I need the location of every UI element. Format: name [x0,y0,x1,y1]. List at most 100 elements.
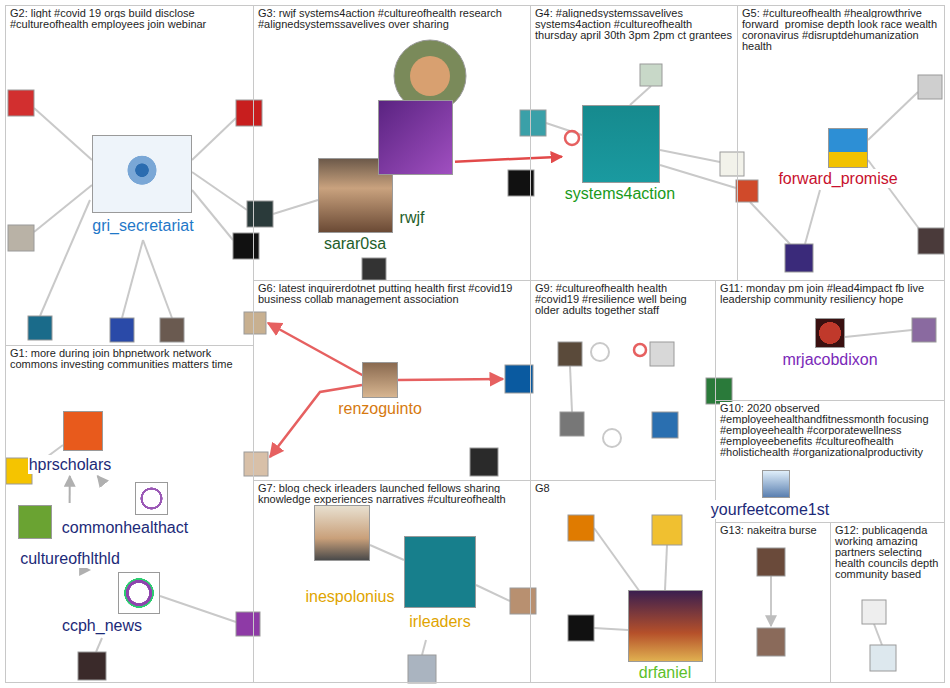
account-name: drfaniel [638,663,692,682]
mention-line [570,366,572,412]
account-node: commonhealthact [61,482,189,537]
avatar-icon [314,505,370,561]
mention-line [192,190,233,240]
group-panel: G6: latest inquirerdotnet putting health… [253,280,531,481]
group-panel: G4: #alignedsystemssavelives systems4act… [530,5,738,281]
avatar-icon [244,312,266,334]
mention-line [192,118,236,160]
mention-line [750,202,790,244]
avatar-icon [568,615,594,641]
avatar-icon [236,100,262,126]
avatar-icon [470,448,498,476]
account-node: rwjf [378,100,453,227]
avatar-icon [63,411,103,451]
avatar-icon [362,362,398,398]
avatar-icon [582,105,660,183]
group-panel: G8 drfaniel [530,480,716,683]
account-node: ccph_news [61,572,160,635]
avatar-icon [92,135,192,213]
mention-line [370,545,404,560]
avatar-icon [8,225,34,251]
mention-line [122,240,143,318]
group-panel: G3: rwjf systems4action #cultureofhealth… [253,5,531,281]
account-node: inespolonius [305,505,396,606]
mention-line [143,240,172,318]
group-panel: G10: 2020 observed #employeehealthandfit… [715,400,945,523]
avatar-icon [828,128,868,168]
mention-edge [69,476,71,503]
group-heading: G9: #cultureofhealth health #covid19 #re… [535,282,687,316]
group-heading: G8 [535,482,550,494]
mention-line [476,585,510,601]
account-name: gri_secretariat [91,216,194,235]
account-name: forward_promise [777,169,898,188]
group-heading: G11: monday pm join #lead4impact fb live… [720,282,924,305]
reply-arrow [268,323,364,376]
group-panel: G12: publicagenda working amazing partne… [830,522,945,683]
mention-line [192,172,247,210]
group-heading: G2: light #covid 19 orgs build disclose … [10,7,206,30]
avatar-icon [110,318,134,342]
reply-arrow [398,379,503,380]
avatar-icon [78,652,106,680]
mention-line [422,640,426,655]
self-loop [634,344,646,356]
group-heading: G5: #cultureofhealth #healgrowthrive for… [742,7,937,52]
mention-line [630,86,651,105]
avatar-icon [628,590,703,662]
avatar-icon [560,412,584,436]
avatar-icon [247,201,273,227]
self-loop [603,429,621,447]
mention-line [805,190,820,244]
group-heading: G12: publicagenda working amazing partne… [835,524,938,580]
mention-line [660,150,720,162]
avatar-icon [815,318,845,348]
avatar-icon [244,452,268,476]
account-name: yourfeetcome1st [710,500,830,519]
avatar-icon [652,412,678,438]
avatar-icon [870,645,896,671]
group-heading: G1: more during join bhpnetwork network … [10,347,233,370]
mention-line [874,624,882,645]
mention-line [34,108,92,160]
avatar-icon [8,90,34,116]
group-panel: G11: monday pm join #lead4impact fb live… [715,280,945,401]
mention-line [594,528,640,592]
account-node: irleaders [404,536,476,631]
mention-line [34,185,92,232]
avatar-icon [568,515,594,541]
mention-line [96,638,102,652]
group-heading: G13: nakeitra burse [720,524,817,536]
avatar-icon [362,258,386,280]
avatar-icon [762,470,790,498]
avatar-icon [650,342,674,366]
group-panel: G13: nakeitra burse [715,522,831,683]
account-node: hprscholars [28,411,113,474]
account-node: systems4action [564,105,676,203]
account-name: mrjacobdixon [781,350,878,369]
avatar-icon [505,365,533,393]
avatar-icon [378,100,453,175]
mention-line [40,200,90,316]
avatar-icon [918,75,942,99]
account-node: drfaniel [628,590,703,682]
avatar-icon [404,536,476,608]
avatar-icon [757,628,785,656]
account-node: yourfeetcome1st [710,470,830,519]
mention-edge [455,157,562,162]
account-name: rwjf [399,208,426,227]
account-name: systems4action [564,184,676,203]
avatar-icon [558,342,582,366]
account-node: forward_promise [777,128,898,188]
avatar-icon [652,515,682,545]
mention-arrow [770,576,772,626]
self-loop [565,131,579,145]
account-name: ccph_news [61,616,143,635]
mention-edge [97,476,100,480]
avatar-icon [408,655,436,683]
account-name: sarar0sa [323,234,387,253]
avatar-icon [785,244,813,272]
avatar-icon [736,180,758,202]
mention-line [868,92,918,140]
